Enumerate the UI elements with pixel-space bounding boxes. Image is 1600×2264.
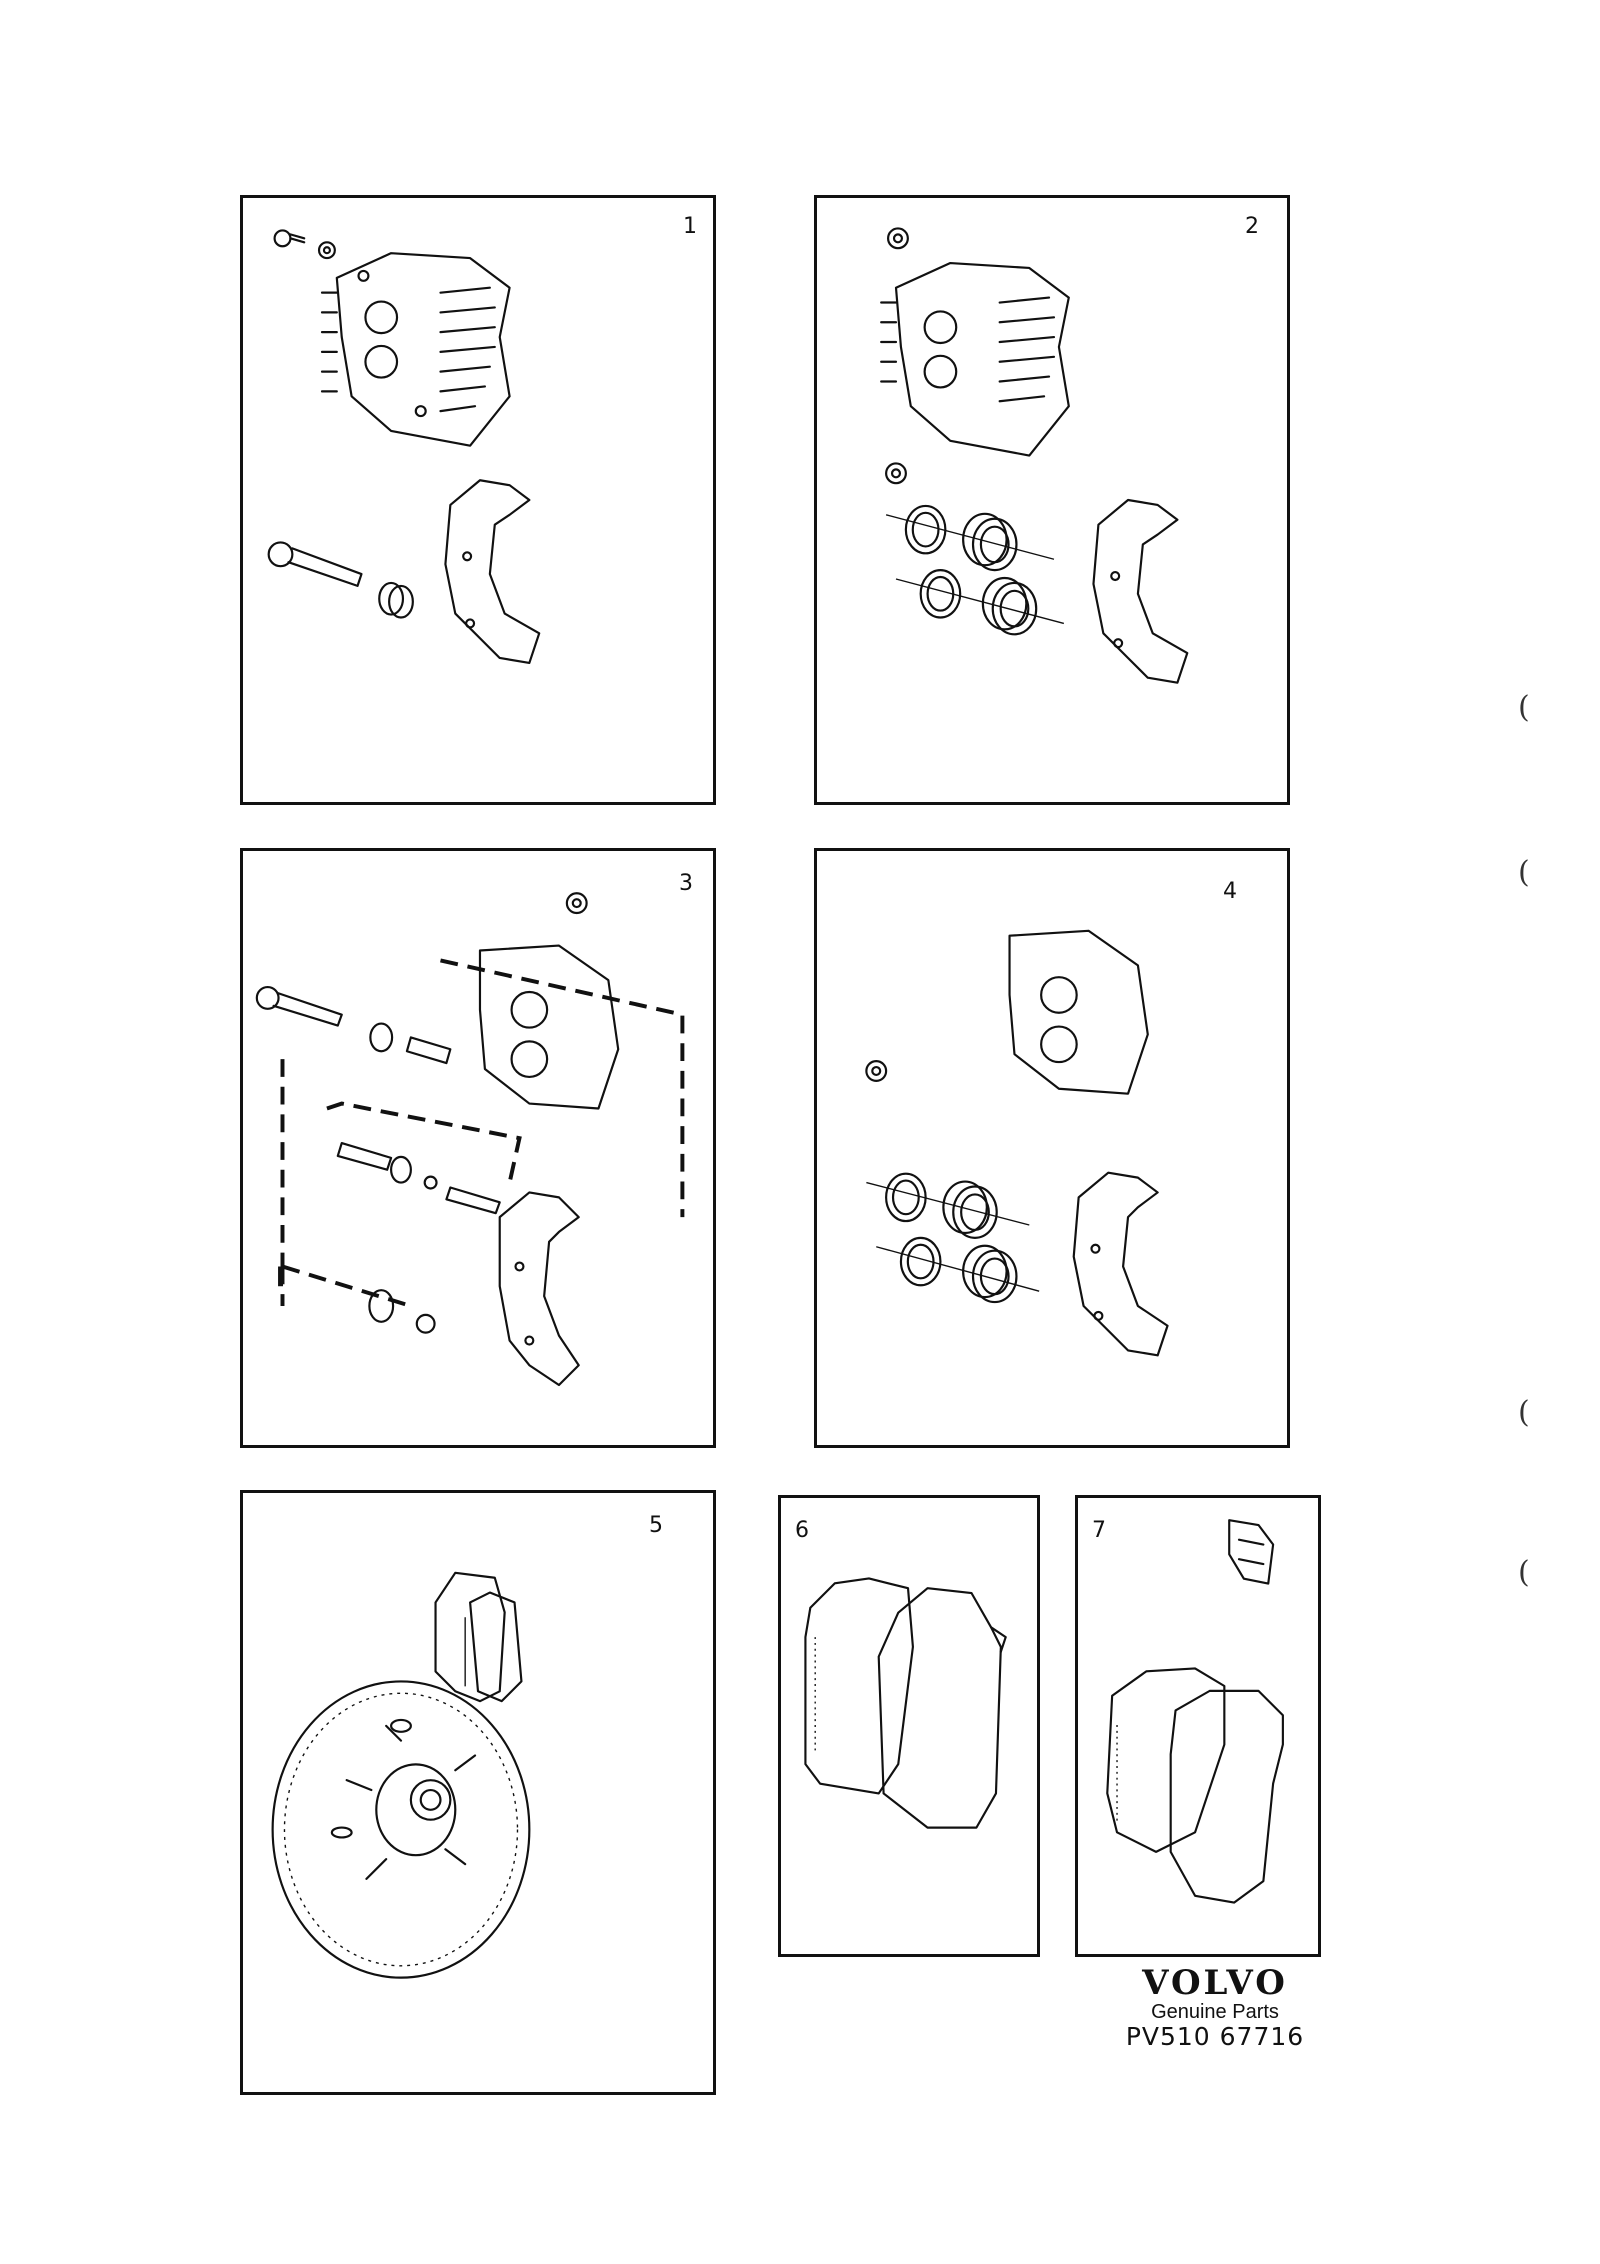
part-code: PV510 67716: [1125, 2022, 1305, 2051]
caliper-assembly-illustration: [267, 229, 541, 665]
bracket-icon: [1072, 1171, 1169, 1357]
brake-pad-spring-illustration: [1106, 1519, 1284, 1904]
margin-mark: (: [1518, 855, 1530, 890]
brake-disc-icon: [271, 1680, 531, 1979]
bleed-nipple-icon: [885, 227, 909, 485]
caliper-half-icon: [1008, 929, 1149, 1095]
caliper-icon: [320, 252, 511, 447]
panel-5: 5: [240, 1490, 716, 2095]
genuine-parts-label: Genuine Parts: [1151, 2001, 1279, 2023]
bolt-icon: [273, 229, 336, 260]
guide-pin-kit-illustration: [255, 892, 685, 1387]
panel-number: 7: [1092, 1518, 1106, 1543]
seal-ring-icon: [866, 1172, 1040, 1304]
brake-pad-icon: [1106, 1667, 1284, 1904]
brake-pad-icon: [434, 1571, 523, 1703]
anti-rattle-spring-icon: [1228, 1519, 1275, 1585]
panel-number: 5: [649, 1513, 663, 1538]
panel-1: 1: [240, 195, 716, 805]
kit-outline: [280, 958, 685, 1308]
caliper-half-icon: [478, 944, 620, 1110]
margin-mark: (: [1518, 1555, 1530, 1590]
panel-7: 7: [1075, 1495, 1321, 1957]
panel-4: 4: [814, 848, 1290, 1448]
panel-number: 1: [683, 214, 697, 239]
volvo-logo: VOLVO: [1142, 1963, 1288, 2003]
panel-number: 3: [679, 871, 693, 896]
panel-3: 3: [240, 848, 716, 1448]
brand-block: VOLVO Genuine Parts PV510 67716: [1110, 1965, 1320, 2051]
bleed-nipple-icon: [565, 892, 588, 915]
panel-6: 6: [778, 1495, 1040, 1957]
caliper-icon: [880, 261, 1070, 457]
bracket-icon: [444, 479, 541, 665]
bracket-icon: [498, 1191, 580, 1387]
seal-ring-icon: [885, 504, 1065, 636]
brake-disc-illustration: [271, 1571, 531, 1979]
caliper-half-seal-illustration: [865, 929, 1169, 1357]
margin-mark: (: [1518, 690, 1530, 725]
panel-number: 2: [1245, 214, 1259, 239]
panel-number: 6: [795, 1518, 809, 1543]
brake-pad-icon: [804, 1577, 1007, 1829]
brake-pad-set-illustration: [804, 1577, 1007, 1829]
caliper-seal-kit-illustration: [880, 227, 1189, 684]
guide-bolt-icon: [255, 985, 501, 1334]
panel-2: 2: [814, 195, 1290, 805]
bleed-nipple-icon: [865, 1060, 888, 1082]
panel-number: 4: [1223, 879, 1237, 904]
margin-mark: (: [1518, 1395, 1530, 1430]
bracket-icon: [1092, 498, 1189, 684]
guide-bolt-icon: [267, 541, 414, 619]
